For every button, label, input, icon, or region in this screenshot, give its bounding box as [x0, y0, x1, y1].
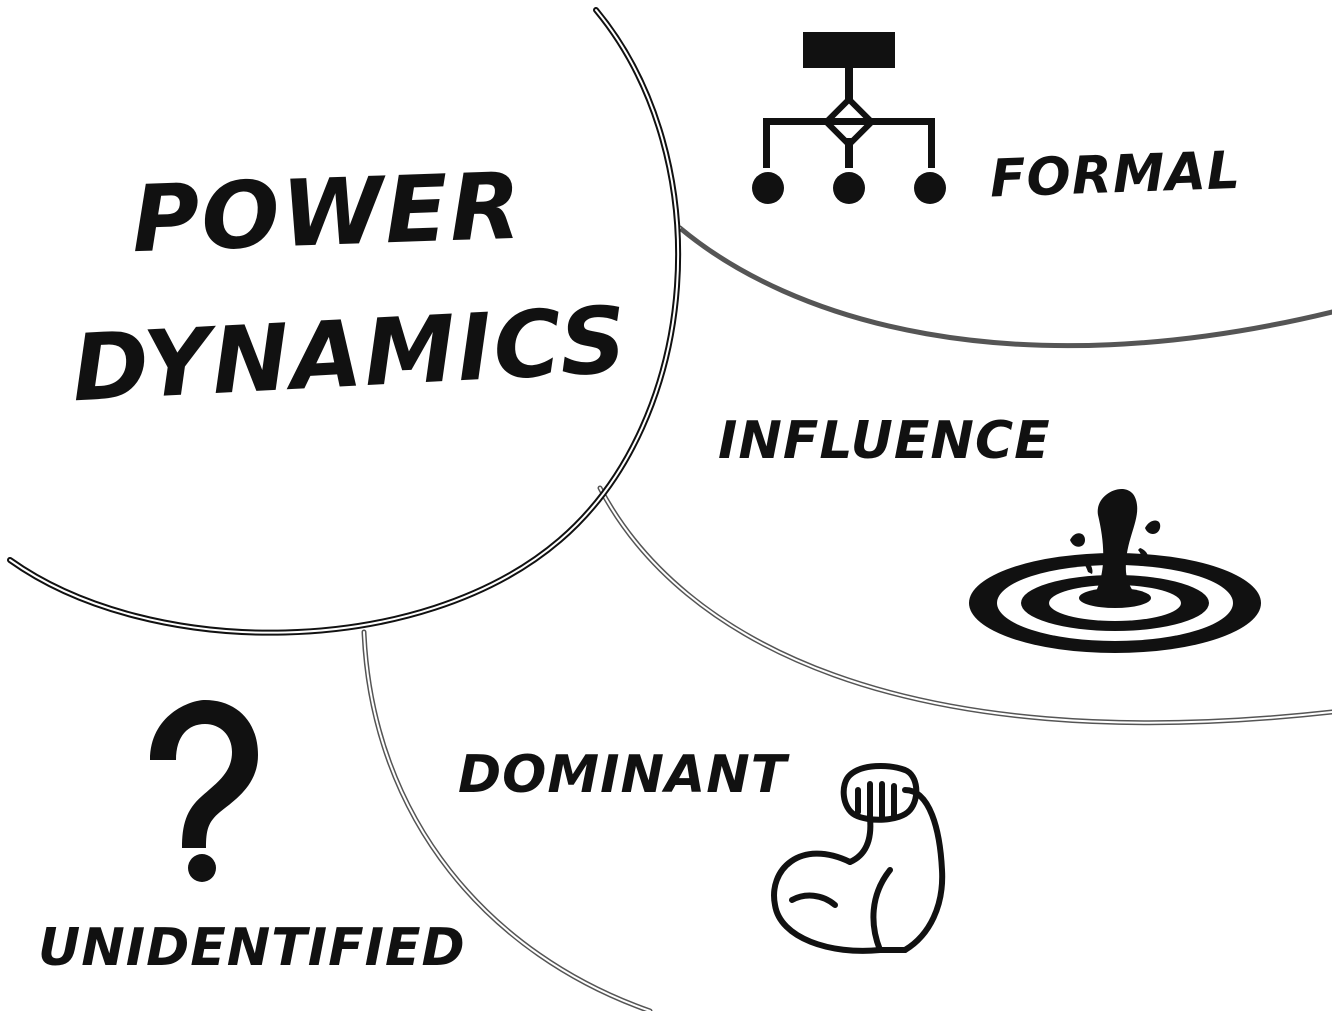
org-chart-icon	[752, 32, 946, 204]
title-group: POWER DYNAMICS	[70, 153, 631, 423]
arc-dominant-inner	[363, 631, 651, 1011]
question-mark-icon	[150, 700, 258, 882]
item-unidentified: UNIDENTIFIED	[38, 700, 466, 978]
label-unidentified: UNIDENTIFIED	[38, 918, 466, 978]
arc-main-circle-inner	[9, 9, 680, 634]
item-dominant: DOMINANT	[458, 745, 946, 954]
water-drop-ripple-icon	[969, 488, 1261, 653]
title-line-2: DYNAMICS	[70, 286, 631, 422]
item-formal: FORMAL	[752, 32, 1242, 210]
item-influence: INFLUENCE	[718, 411, 1261, 653]
arc-influence-inner	[599, 487, 1332, 724]
arcs	[7, 7, 1332, 1011]
label-dominant: DOMINANT	[458, 745, 790, 805]
title-line-1: POWER	[130, 153, 524, 274]
flexed-bicep-icon	[771, 763, 946, 954]
arc-formal	[677, 225, 1332, 349]
label-formal: FORMAL	[989, 141, 1242, 210]
label-influence: INFLUENCE	[718, 411, 1051, 471]
